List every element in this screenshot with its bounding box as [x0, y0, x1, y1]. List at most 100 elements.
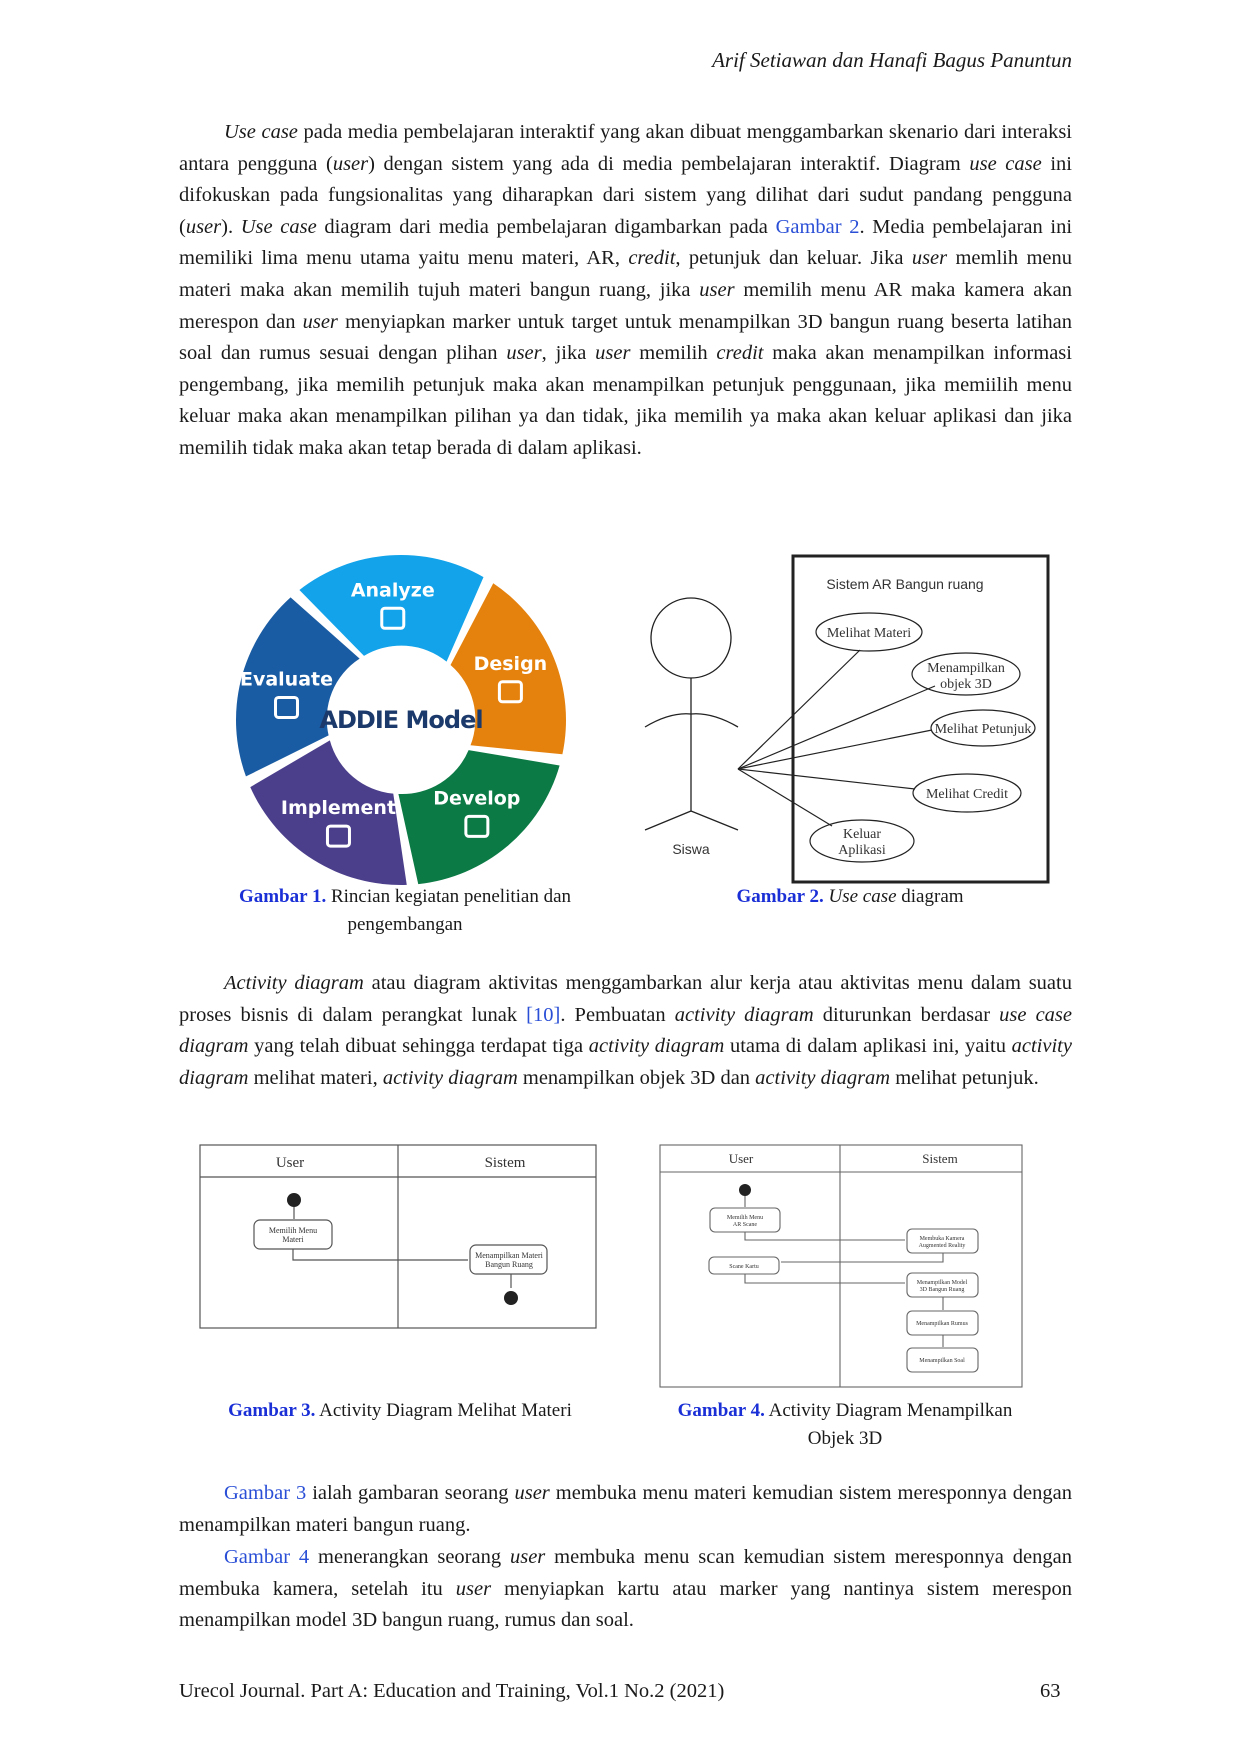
page-number: 63	[1040, 1680, 1061, 1702]
reference-link[interactable]: Gambar 4	[224, 1546, 310, 1568]
actor-head	[650, 597, 732, 679]
text-run: , jika	[541, 342, 596, 365]
addie-segment-evaluate	[236, 597, 360, 777]
action-label: Augmented Reality	[919, 1243, 966, 1249]
activity-diagram-materi	[199, 1144, 597, 1329]
reference-link[interactable]: [10]	[526, 1003, 561, 1026]
lane-sistem: Sistem	[485, 1155, 526, 1171]
italic-term: user	[455, 1577, 492, 1600]
system-boundary	[791, 554, 1050, 884]
action-label: AR Scane	[733, 1222, 757, 1228]
action-label: Bangun Ruang	[485, 1260, 533, 1269]
addie-center	[329, 648, 473, 792]
italic-term: Activity diagram	[224, 972, 364, 994]
use-case-keluar-aplikasi	[809, 819, 915, 863]
tools-icon	[464, 814, 490, 838]
italic-term: Use case	[224, 121, 298, 143]
start-node	[287, 1193, 301, 1207]
addie-label-design: Design	[474, 653, 548, 675]
footer-journal: Urecol Journal. Part A: Education and Tr…	[179, 1680, 725, 1702]
chart-icon	[274, 695, 300, 719]
text-run: diturunkan berdasar	[813, 1003, 1000, 1026]
text-run: yang telah dibuat sehingga terdapat tiga	[248, 1035, 589, 1058]
caption-text: Activity Diagram Melihat Materi	[315, 1400, 572, 1421]
addie-label-develop: Develop	[433, 787, 520, 809]
addie-segment-implement	[250, 740, 407, 885]
activity-diagram-objek-3d	[659, 1144, 1023, 1388]
figure-4-caption: Gambar 4. Activity Diagram Menampilkan O…	[655, 1397, 1035, 1453]
text-run: pada media pembelajaran interaktif yang …	[179, 121, 1073, 175]
action-label: Memilih Menu	[269, 1226, 317, 1235]
use-case-menampilkan-objek	[911, 652, 1021, 696]
paragraph-gambar-4: Gambar 4 menerangkan seorang user membuk…	[179, 1542, 1072, 1637]
italic-term: activity diagram	[588, 1035, 725, 1058]
associations	[737, 649, 936, 827]
text-run: membuka menu scan kemudian sistem meresp…	[179, 1546, 1072, 1600]
start-node	[739, 1184, 751, 1196]
text-run: utama di dalam aplikasi ini, yaitu	[724, 1035, 1012, 1058]
figure-3-caption: Gambar 3. Activity Diagram Melihat Mater…	[200, 1397, 600, 1425]
lane-user: User	[729, 1151, 754, 1166]
use-case-melihat-credit	[912, 773, 1022, 813]
action-label: Membuka Kamera	[920, 1236, 965, 1242]
italic-term: use case	[969, 152, 1042, 175]
use-case-label: objek 3D	[940, 677, 992, 692]
italic-term: credit	[628, 247, 676, 270]
figure-link[interactable]: Gambar 3.	[228, 1400, 316, 1421]
end-node	[504, 1291, 518, 1305]
figure-link[interactable]: Gambar 4.	[677, 1400, 765, 1421]
caption-text: diagram	[896, 886, 964, 907]
figure-link[interactable]: Gambar 2.	[736, 886, 824, 907]
italic-term: user	[332, 152, 369, 175]
figure-1-caption: Gambar 1. Rincian kegiatan penelitian da…	[200, 883, 610, 939]
addie-segment-design	[450, 583, 566, 755]
figure-link[interactable]: Gambar 1.	[238, 886, 327, 907]
addie-label-evaluate: Evaluate	[240, 668, 333, 690]
paragraph-gambar-3: Gambar 3 ialah gambaran seorang user mem…	[179, 1478, 1072, 1541]
italic-term: activity diagram	[179, 1035, 1072, 1089]
action-label: Scane Kartu	[729, 1264, 759, 1270]
italic-term: activity diagram	[382, 1066, 518, 1089]
text-run: maka akan menampilkan informasi pengemba…	[179, 342, 1072, 459]
addie-center-label: ADDIE Model	[319, 706, 482, 734]
action-label: Menampilkan Materi	[475, 1251, 544, 1260]
italic-term: Use case	[240, 215, 317, 238]
text-run: memilih	[630, 342, 717, 365]
text-run: membuka menu materi kemudian sistem mere…	[179, 1482, 1072, 1536]
text-run: atau diagram aktivitas menggambarkan alu…	[179, 972, 1072, 1026]
use-case-label: Keluar	[843, 827, 881, 842]
use-case-label: Aplikasi	[838, 843, 886, 858]
clapperboard-icon	[497, 680, 523, 704]
addie-label-analyze: Analyze	[351, 579, 435, 601]
text-run: menampilkan objek 3D dan	[517, 1066, 756, 1089]
caption-text: pengembangan	[347, 914, 463, 935]
caption-text: Activity Diagram Menampilkan	[764, 1400, 1013, 1421]
action-label: Menampilkan Rumus	[916, 1321, 968, 1327]
lane-sistem: Sistem	[922, 1151, 957, 1166]
actor-leg	[644, 810, 692, 831]
text-run: ini difokuskan pada fungsionalitas yang …	[179, 152, 1072, 238]
use-case-label: Melihat Petunjuk	[935, 722, 1032, 737]
touch-icon	[325, 824, 351, 848]
text-run: , petunjuk dan keluar. Jika	[675, 247, 912, 270]
reference-link[interactable]: Gambar 2	[775, 215, 860, 238]
addie-label-implement: Implement	[281, 797, 396, 819]
action-label: Menampilkan Soal	[919, 1358, 965, 1364]
caption-text: Rincian kegiatan penelitian dan	[326, 886, 572, 907]
text-run: ialah gambaran seorang	[306, 1482, 515, 1504]
figure-2-caption: Gambar 2. Use case diagram	[700, 883, 1000, 911]
text-run: ) dengan sistem yang ada di media pembel…	[368, 152, 970, 175]
text-run: ).	[221, 215, 241, 238]
system-title: Sistem AR Bangun ruang	[826, 576, 983, 592]
reference-link[interactable]: Gambar 3	[224, 1482, 307, 1504]
italic-term: use case diagram	[179, 1003, 1072, 1058]
action-label: Menampilkan Model	[917, 1280, 968, 1286]
text-run: . Pembuatan	[560, 1003, 675, 1026]
actor-arms	[644, 713, 739, 728]
use-case-label: Melihat Credit	[926, 787, 1008, 802]
italic-term: user	[302, 310, 338, 333]
text-run: menerangkan seorang	[309, 1546, 510, 1568]
